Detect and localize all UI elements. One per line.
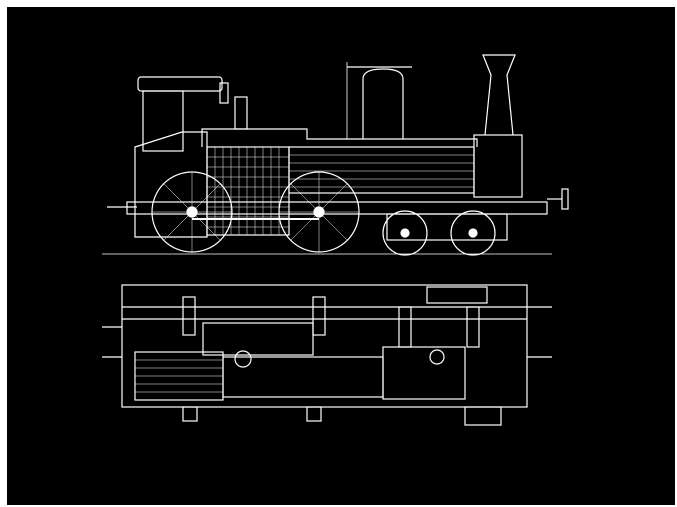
boiler-top-casing [201, 128, 478, 147]
plan-axle-4 [466, 306, 480, 348]
steam-dome [362, 68, 404, 139]
leading-wheel-1-hub [400, 228, 410, 238]
boiler-barrel [288, 146, 475, 194]
plan-view [102, 284, 552, 426]
leading-wheel-2 [450, 210, 496, 256]
whistle [219, 82, 229, 104]
plan-reversing-gear [234, 350, 252, 368]
plan-axle-2 [312, 296, 326, 336]
side-elevation-view [102, 54, 569, 256]
locomotive-blueprint [102, 54, 569, 426]
plan-axle-1 [182, 296, 196, 336]
chimney [482, 54, 516, 136]
front-buffer-head [561, 188, 569, 210]
wheel-spokes [152, 172, 359, 252]
smokebox [473, 134, 523, 198]
plan-step-2 [306, 406, 322, 422]
plan-step-1 [182, 406, 198, 422]
plan-cylinder [426, 286, 488, 304]
plan-axle-3 [398, 306, 412, 348]
plan-smokebox [382, 346, 466, 400]
plan-pump [429, 349, 445, 365]
safety-valve [234, 96, 248, 130]
boiler-tube-lines [289, 154, 474, 188]
cab-body [134, 131, 208, 238]
leading-wheel-2-hub [468, 228, 478, 238]
plan-boiler [222, 356, 384, 398]
plan-outline [121, 284, 528, 408]
plan-cab-boards [135, 359, 223, 393]
plan-buffer-beam [464, 406, 502, 426]
plan-firebox [202, 322, 314, 356]
firebox [206, 146, 290, 236]
cylinder-block [386, 213, 508, 241]
footplate [126, 201, 548, 215]
firebox-stay-grid [207, 147, 289, 235]
leading-wheel-1 [382, 210, 428, 256]
blueprint-canvas [7, 7, 675, 505]
cab-window-frame [142, 90, 184, 152]
cab-roof [137, 76, 223, 92]
